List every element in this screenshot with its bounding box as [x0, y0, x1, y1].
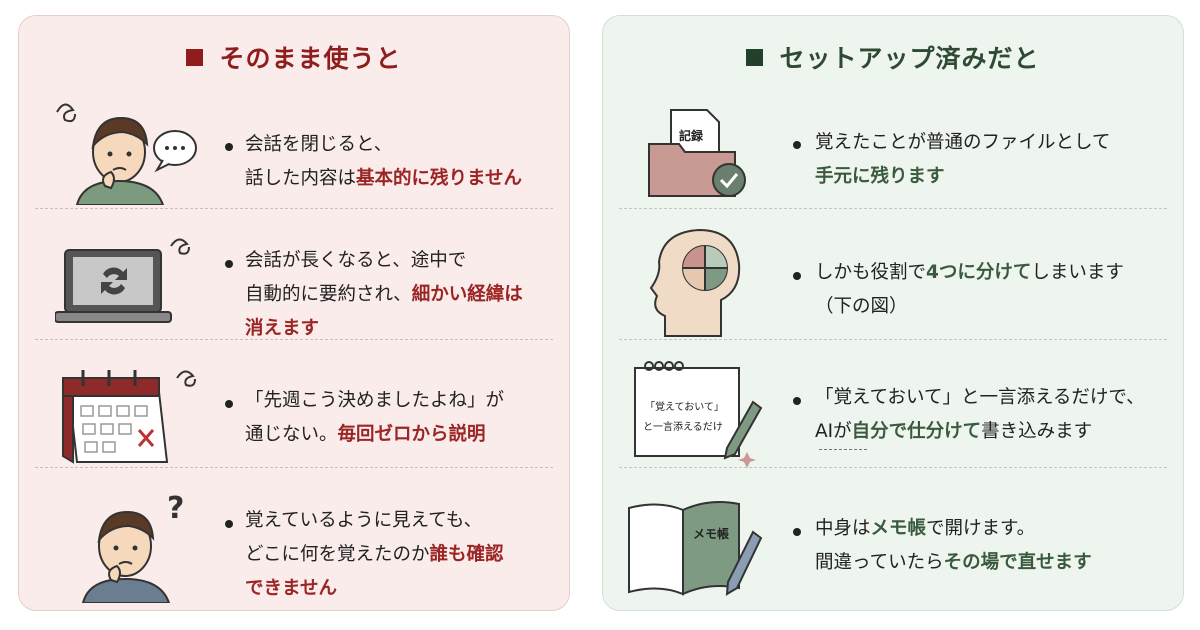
icon-label: メモ帳 [693, 526, 729, 541]
text-line: AIが自分で仕分けて書き込みます [815, 415, 1145, 449]
item-text: 会話を閉じると、 話した内容は基本的に残りません [245, 128, 522, 196]
text-span: （下の図） [815, 296, 908, 317]
text-line: しかも役割で4つに分けてしまいます [815, 256, 1124, 290]
text-line: 自動的に要約され、細かい経緯は [245, 278, 523, 312]
text-span: 会話を閉じると、 [245, 134, 393, 155]
bullet [793, 141, 801, 149]
row-divider [35, 467, 553, 468]
text-span: 間違っていたら [815, 552, 944, 573]
bullet [793, 397, 801, 405]
title-square-icon [186, 48, 204, 66]
laptop-sync-icon [54, 236, 195, 340]
row-divider [619, 467, 1167, 468]
head-quadrants-icon [647, 228, 757, 342]
panel-without-setup: そのまま使うと 会話を閉じると、 話した内容は基本的に残りません [18, 15, 570, 611]
highlight-span: 毎回ゼロから説明 [337, 424, 486, 445]
text-span: AIが [815, 421, 852, 442]
row-divider [35, 208, 553, 209]
text-line: 間違っていたらその場で直せます [815, 546, 1092, 580]
text-span: 書き込みます [981, 421, 1093, 442]
item-text: 「先週こう決めましたよね」が 通じない。毎回ゼロから説明 [245, 384, 504, 452]
text-span: しかも役割で [815, 262, 927, 283]
text-line: 通じない。毎回ゼロから説明 [245, 418, 504, 452]
item-text: 会話が長くなると、途中で 自動的に要約され、細かい経緯は 消えます [245, 244, 523, 346]
highlight-span: 消えます [245, 318, 320, 339]
icon-label: 記録 [679, 128, 704, 143]
highlight-span: その場で直せます [943, 552, 1092, 573]
item-text: 覚えたことが普通のファイルとして 手元に残ります [815, 126, 1110, 194]
text-line: 会話が長くなると、途中で [245, 244, 523, 278]
row-divider [619, 339, 1167, 340]
panel-title-left: そのまま使うと [19, 38, 569, 76]
item-text: 「覚えておいて」と一言添えるだけで、 AIが自分で仕分けて書き込みます [815, 381, 1145, 449]
text-span: 覚えているように見えても、 [245, 510, 483, 531]
confused-person-question-icon: ? [67, 488, 197, 607]
text-line: 手元に残ります [815, 160, 1110, 194]
dashed-underline [819, 449, 867, 450]
text-span: 覚えたことが普通のファイルとして [815, 132, 1111, 153]
highlight-span: 基本的に残りません [356, 168, 522, 189]
text-span: 話した内容は [245, 168, 357, 189]
text-line: 覚えたことが普通のファイルとして [815, 126, 1110, 160]
text-line: 話した内容は基本的に残りません [245, 162, 522, 196]
panel-title-text: そのまま使うと [219, 44, 402, 73]
highlight-span: できません [245, 578, 337, 599]
text-span: しまいます [1031, 262, 1124, 283]
bullet [793, 272, 801, 280]
text-line: 覚えているように見えても、 [245, 504, 503, 538]
item-text: 中身はメモ帳で開けます。 間違っていたらその場で直せます [815, 512, 1092, 580]
text-line: 「先週こう決めましたよね」が [245, 384, 504, 418]
calendar-cross-icon [57, 362, 207, 476]
text-span: 中身は [815, 518, 871, 539]
highlight-span: メモ帳 [870, 518, 927, 539]
text-line: 「覚えておいて」と一言添えるだけで、 [815, 381, 1145, 415]
highlight-span: 細かい経緯は [411, 284, 523, 305]
icon-label: 「覚えておいて」 [645, 400, 724, 413]
confused-person-speech-icon [47, 90, 197, 209]
row-divider [619, 208, 1167, 209]
text-line: 会話を閉じると、 [245, 128, 522, 162]
bullet [225, 260, 233, 268]
text-span: で開けます。 [926, 518, 1036, 539]
text-span: 通じない。 [245, 424, 338, 445]
text-span: どこに何を覚えたのか [245, 544, 430, 565]
bullet [225, 400, 233, 408]
icon-label: と一言添えるだけ [643, 420, 723, 433]
bullet [225, 520, 233, 528]
bullet [793, 528, 801, 536]
text-line: （下の図） [815, 290, 1124, 324]
text-span: 「先週こう決めましたよね」が [245, 390, 505, 411]
panel-title-right: セットアップ済みだと [603, 38, 1183, 76]
title-square-icon [746, 48, 764, 66]
text-line: 中身はメモ帳で開けます。 [815, 512, 1092, 546]
text-line: できません [245, 572, 503, 606]
item-text: しかも役割で4つに分けてしまいます （下の図） [815, 256, 1124, 324]
item-text: 覚えているように見えても、 どこに何を覚えたのか誰も確認 できません [245, 504, 503, 606]
highlight-span: 4つに分けて [926, 262, 1032, 283]
bullet [225, 143, 233, 151]
notebook-pen-icon: メモ帳 [625, 492, 775, 604]
row-divider [35, 339, 553, 340]
highlight-span: 誰も確認 [429, 544, 504, 565]
panel-title-text: セットアップ済みだと [779, 44, 1040, 73]
panel-with-setup: セットアップ済みだと 記録 覚えたことが普通のファイルとして 手元に残ります [602, 15, 1184, 611]
file-tray-check-icon: 記録 [645, 104, 765, 208]
svg-text:?: ? [167, 491, 184, 526]
text-span: 「覚えておいて」と一言添えるだけで、 [815, 387, 1145, 408]
highlight-span: 手元に残ります [815, 166, 945, 187]
text-line: 消えます [245, 312, 523, 346]
notepad-pen-icon: 「覚えておいて」 と一言添えるだけ [629, 356, 769, 472]
text-span: 自動的に要約され、 [245, 284, 412, 305]
highlight-span: 自分で仕分けて [851, 421, 982, 442]
text-span: 会話が長くなると、途中で [245, 250, 467, 271]
text-line: どこに何を覚えたのか誰も確認 [245, 538, 503, 572]
